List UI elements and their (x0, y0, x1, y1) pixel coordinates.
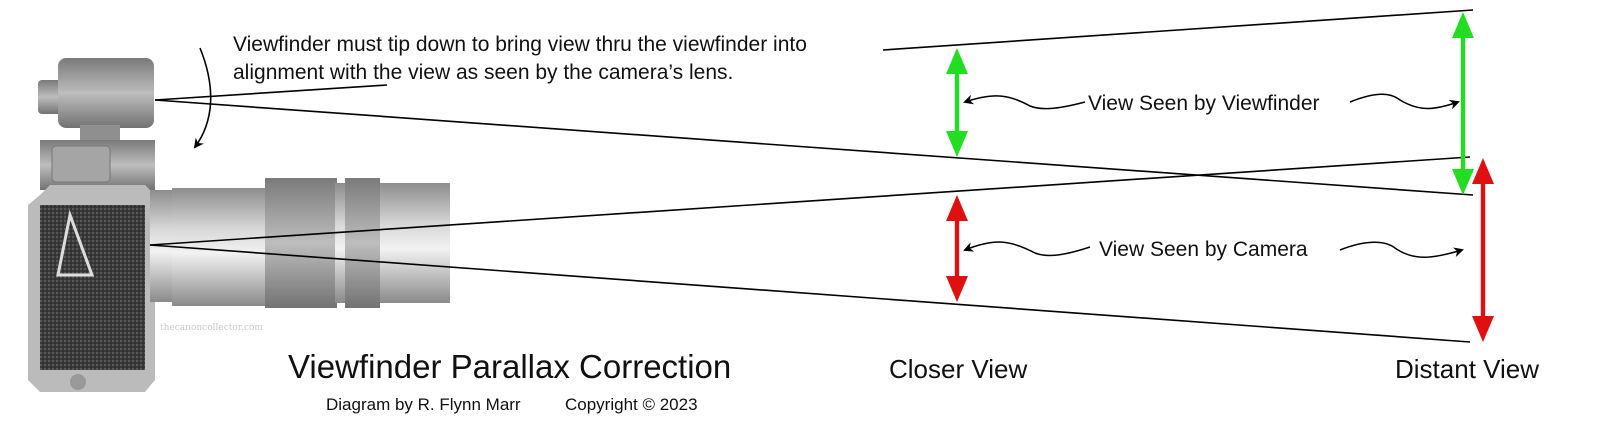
viewfinder-top-line-near (154, 84, 388, 101)
wavy-pointers (963, 93, 1464, 258)
credit: Diagram by R. Flynn Marr (326, 395, 521, 414)
camera-top-line (149, 156, 1471, 246)
distant-viewfinder-arrow-icon (1452, 12, 1474, 195)
viewfinder-top-line (882, 9, 1474, 51)
lens-aperture-ring (345, 178, 380, 308)
viewfinder-eyepiece (38, 80, 62, 114)
annotation-line-1: Viewfinder must tip down to bring view t… (233, 33, 807, 56)
annotation-line-2: alignment with the view as seen by the c… (233, 61, 733, 84)
wavy-pointer-vf-left-icon (963, 94, 1086, 110)
closer-view-label: Closer View (889, 354, 1027, 384)
wind-knob (51, 145, 111, 183)
tripod-socket (70, 374, 86, 390)
closer-viewfinder-arrow-icon (946, 48, 968, 157)
view-arrows (946, 12, 1494, 342)
leather-covering (40, 205, 145, 370)
viewfinder-bottom-line (154, 99, 1474, 196)
tilt-down-arrow-icon (193, 47, 212, 149)
wavy-pointer-cam-right-icon (1339, 241, 1464, 258)
copyright: Copyright © 2023 (565, 395, 698, 414)
wavy-pointer-vf-right-icon (1349, 93, 1460, 110)
wavy-pointer-cam-left-icon (963, 241, 1091, 257)
closer-camera-arrow-icon (946, 195, 968, 302)
distant-camera-arrow-icon (1472, 158, 1494, 342)
viewfinder-body (58, 58, 154, 128)
camera-illustration: thecanoncollector.com (28, 58, 450, 392)
sight-lines (149, 9, 1474, 343)
watermark: thecanoncollector.com (160, 323, 263, 333)
diagram-title: Viewfinder Parallax Correction (288, 348, 731, 385)
lens-focus-ring (265, 178, 337, 308)
distant-view-label: Distant View (1395, 354, 1539, 384)
camera-view-label: View Seen by Camera (1099, 238, 1308, 261)
camera-bottom-line (149, 244, 1471, 343)
strap-lug (56, 209, 95, 277)
viewfinder-view-label: View Seen by Viewfinder (1088, 92, 1320, 115)
